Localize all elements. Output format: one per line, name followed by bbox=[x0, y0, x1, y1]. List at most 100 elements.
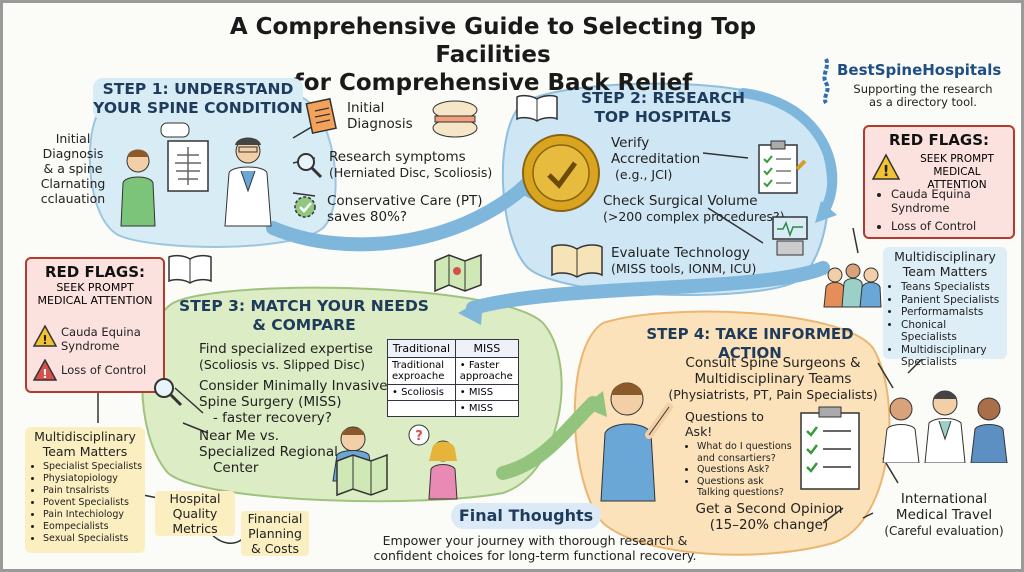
question-item: Questions Ask? bbox=[697, 464, 795, 476]
step2-technology: Evaluate Technology (MISS tools, IONM, I… bbox=[611, 245, 801, 277]
checklist-icon bbox=[758, 140, 807, 194]
table-header-row: Traditional MISS bbox=[387, 339, 520, 358]
multi-left-card: Multidisciplinary Team Matters Specialis… bbox=[25, 427, 145, 553]
vertebra-icon bbox=[432, 100, 478, 138]
intl-line2: Medical Travel bbox=[895, 507, 993, 523]
table-cell: • Faster approache bbox=[454, 357, 520, 385]
multi-item: Pain Intechiology bbox=[43, 509, 143, 521]
hq-line: Quality bbox=[172, 506, 218, 521]
brand-tagline-2: as a directory tool. bbox=[869, 95, 977, 109]
monitor-equipment-icon bbox=[772, 216, 808, 256]
title-line-1: A Comprehensive Guide to Selecting Top F… bbox=[229, 14, 757, 68]
person-pointing-illustration bbox=[600, 382, 673, 502]
step1-title: STEP 1: UNDERSTAND YOUR SPINE CONDITION bbox=[93, 78, 303, 120]
step3-expertise: Find specialized expertise (Scoliosis vs… bbox=[199, 341, 399, 373]
magnifier-icon bbox=[297, 153, 323, 179]
step2-title-line1: STEP 2: RESEARCH bbox=[580, 89, 745, 107]
red-flag-item: Loss of Control bbox=[61, 363, 147, 377]
book-icon bbox=[551, 244, 603, 278]
table-cell: • MISS bbox=[454, 400, 520, 417]
step2-verify-accreditation: Verify Accreditation (e.g., JCI) bbox=[611, 135, 721, 183]
red-flag-item: Loss of Control bbox=[891, 219, 1016, 233]
surgical-volume-text: Check Surgical Volume bbox=[603, 193, 758, 209]
near-line1: Near Me vs. bbox=[199, 428, 280, 444]
step4-title: STEP 4: TAKE INFORMED ACTION bbox=[646, 325, 854, 362]
accreditation-text: Accreditation bbox=[611, 151, 701, 167]
multi-item: Multidisciplinary Specialists bbox=[901, 344, 1003, 369]
rf-left-sub1: SEEK PROMPT bbox=[56, 281, 134, 294]
step2-title: STEP 2: RESEARCH TOP HOSPITALS bbox=[563, 89, 763, 127]
gear-check-icon bbox=[294, 196, 316, 218]
step2-title-line2: TOP HOSPITALS bbox=[594, 108, 732, 126]
miss-line1: Consider Minimally Invasive bbox=[199, 378, 388, 394]
side-note-line: Clarnating bbox=[40, 176, 106, 191]
multi-right-title1: Multidisciplinary bbox=[894, 249, 996, 264]
question-item: Questions ask Talking questions? bbox=[697, 476, 795, 499]
technology-sub: (MISS tools, IONM, ICU) bbox=[611, 261, 757, 276]
step3-title-line1: STEP 3: MATCH YOUR NEEDS bbox=[179, 297, 429, 315]
final-thoughts-text: Empower your journey with thorough resea… bbox=[355, 533, 715, 563]
accreditation-sub: (e.g., JCI) bbox=[615, 167, 673, 182]
final-thoughts-badge: Final Thoughts bbox=[451, 503, 601, 529]
magnifier-icon bbox=[154, 378, 183, 407]
miss-line3: - faster recovery? bbox=[213, 410, 332, 426]
step3-title: STEP 3: MATCH YOUR NEEDS & COMPARE bbox=[179, 297, 429, 335]
rf-left-sub2: MEDICAL ATTENTION bbox=[37, 294, 153, 307]
questions-list: What do I questions and consartiers? Que… bbox=[685, 441, 795, 499]
multi-right-card: Multidisciplinary Team Matters Teans Spe… bbox=[883, 247, 1007, 368]
intl-line1: International bbox=[900, 491, 988, 507]
expertise-sub: (Scoliosis vs. Slipped Disc) bbox=[199, 357, 365, 372]
patient-doctor-illustration bbox=[120, 122, 272, 227]
table-header: Traditional bbox=[387, 339, 456, 358]
arrow-step2-to-step3 bbox=[466, 261, 830, 315]
fin-line: Financial bbox=[247, 511, 303, 526]
international-travel: International Medical Travel (Careful ev… bbox=[869, 491, 1019, 539]
red-flags-left-subtitle: SEEK PROMPT MEDICAL ATTENTION bbox=[27, 281, 163, 307]
side-note-line: & a spine bbox=[43, 161, 103, 176]
research-symptoms-text: Research symptoms bbox=[329, 149, 466, 165]
clipboard-icon bbox=[305, 97, 337, 135]
multi-item: Specialist Specialists bbox=[43, 461, 143, 473]
questions-title: Questions to Ask! bbox=[685, 409, 764, 439]
step3-near-me: Near Me vs. Specialized Regional Center bbox=[199, 428, 349, 476]
open-book-icon bbox=[516, 94, 558, 122]
conservative-care-text: Conservative Care (PT) bbox=[327, 193, 483, 209]
care-team-icon bbox=[823, 263, 882, 308]
book-icon bbox=[168, 254, 212, 284]
multi-item: Teans Specialists bbox=[901, 281, 1003, 294]
multi-item: Pain tnsalrists bbox=[43, 485, 143, 497]
arrow-step2-loop bbox=[738, 88, 838, 218]
expertise-text: Find specialized expertise bbox=[199, 341, 373, 357]
red-flag-item: Cauda Equina Syndrome bbox=[61, 325, 141, 353]
table-row: Traditional exproache • Faster approache bbox=[387, 357, 520, 385]
step1-title-line1: STEP 1: UNDERSTAND bbox=[102, 80, 294, 98]
warning-icon: ! bbox=[871, 153, 901, 180]
multi-item: Performamalsts bbox=[901, 306, 1003, 319]
red-flags-right-list: Cauda Equina Syndrome Loss of Control bbox=[879, 187, 1016, 233]
brand-tagline-1: Supporting the research bbox=[853, 82, 993, 96]
intl-sub: (Careful evaluation) bbox=[884, 524, 1004, 538]
spine-logo-icon bbox=[822, 58, 830, 105]
multi-item: Sexual Specialists bbox=[43, 533, 143, 545]
step3-miss: Consider Minimally Invasive Spine Surger… bbox=[199, 378, 399, 426]
accreditation-seal-icon bbox=[522, 134, 600, 212]
step1-side-note: Initial Diagnosis & a spine Clarnating c… bbox=[33, 131, 113, 206]
side-note-line: cclauation bbox=[40, 191, 106, 206]
comparison-table: Traditional MISS Traditional exproache •… bbox=[387, 339, 520, 417]
questions-card: Questions to Ask! What do I questions an… bbox=[685, 409, 795, 499]
step4-consult: Consult Spine Surgeons & Multidisciplina… bbox=[663, 355, 883, 403]
rf-right-sub1: SEEK PROMPT bbox=[920, 153, 994, 165]
step1-title-line2: YOUR SPINE CONDITION bbox=[93, 99, 303, 117]
table-cell: • Scoliosis bbox=[387, 384, 456, 401]
step4-second-opinion: Get a Second Opinion (15–20% change) bbox=[679, 501, 859, 533]
step1-research-symptoms: Research symptoms (Herniated Disc, Scoli… bbox=[329, 149, 529, 181]
step1-initial-diagnosis: Initial Diagnosis bbox=[347, 100, 413, 132]
multi-left-list: Specialist Specialists Physiatopiology P… bbox=[31, 461, 143, 545]
red-flag-item: Cauda Equina Syndrome bbox=[891, 187, 1016, 215]
svg-text:?: ? bbox=[415, 429, 423, 444]
table-cell: • MISS bbox=[454, 384, 520, 401]
table-row: • Scoliosis • MISS bbox=[387, 384, 520, 401]
svg-text:!: ! bbox=[42, 367, 47, 381]
map-icon bbox=[434, 253, 482, 293]
